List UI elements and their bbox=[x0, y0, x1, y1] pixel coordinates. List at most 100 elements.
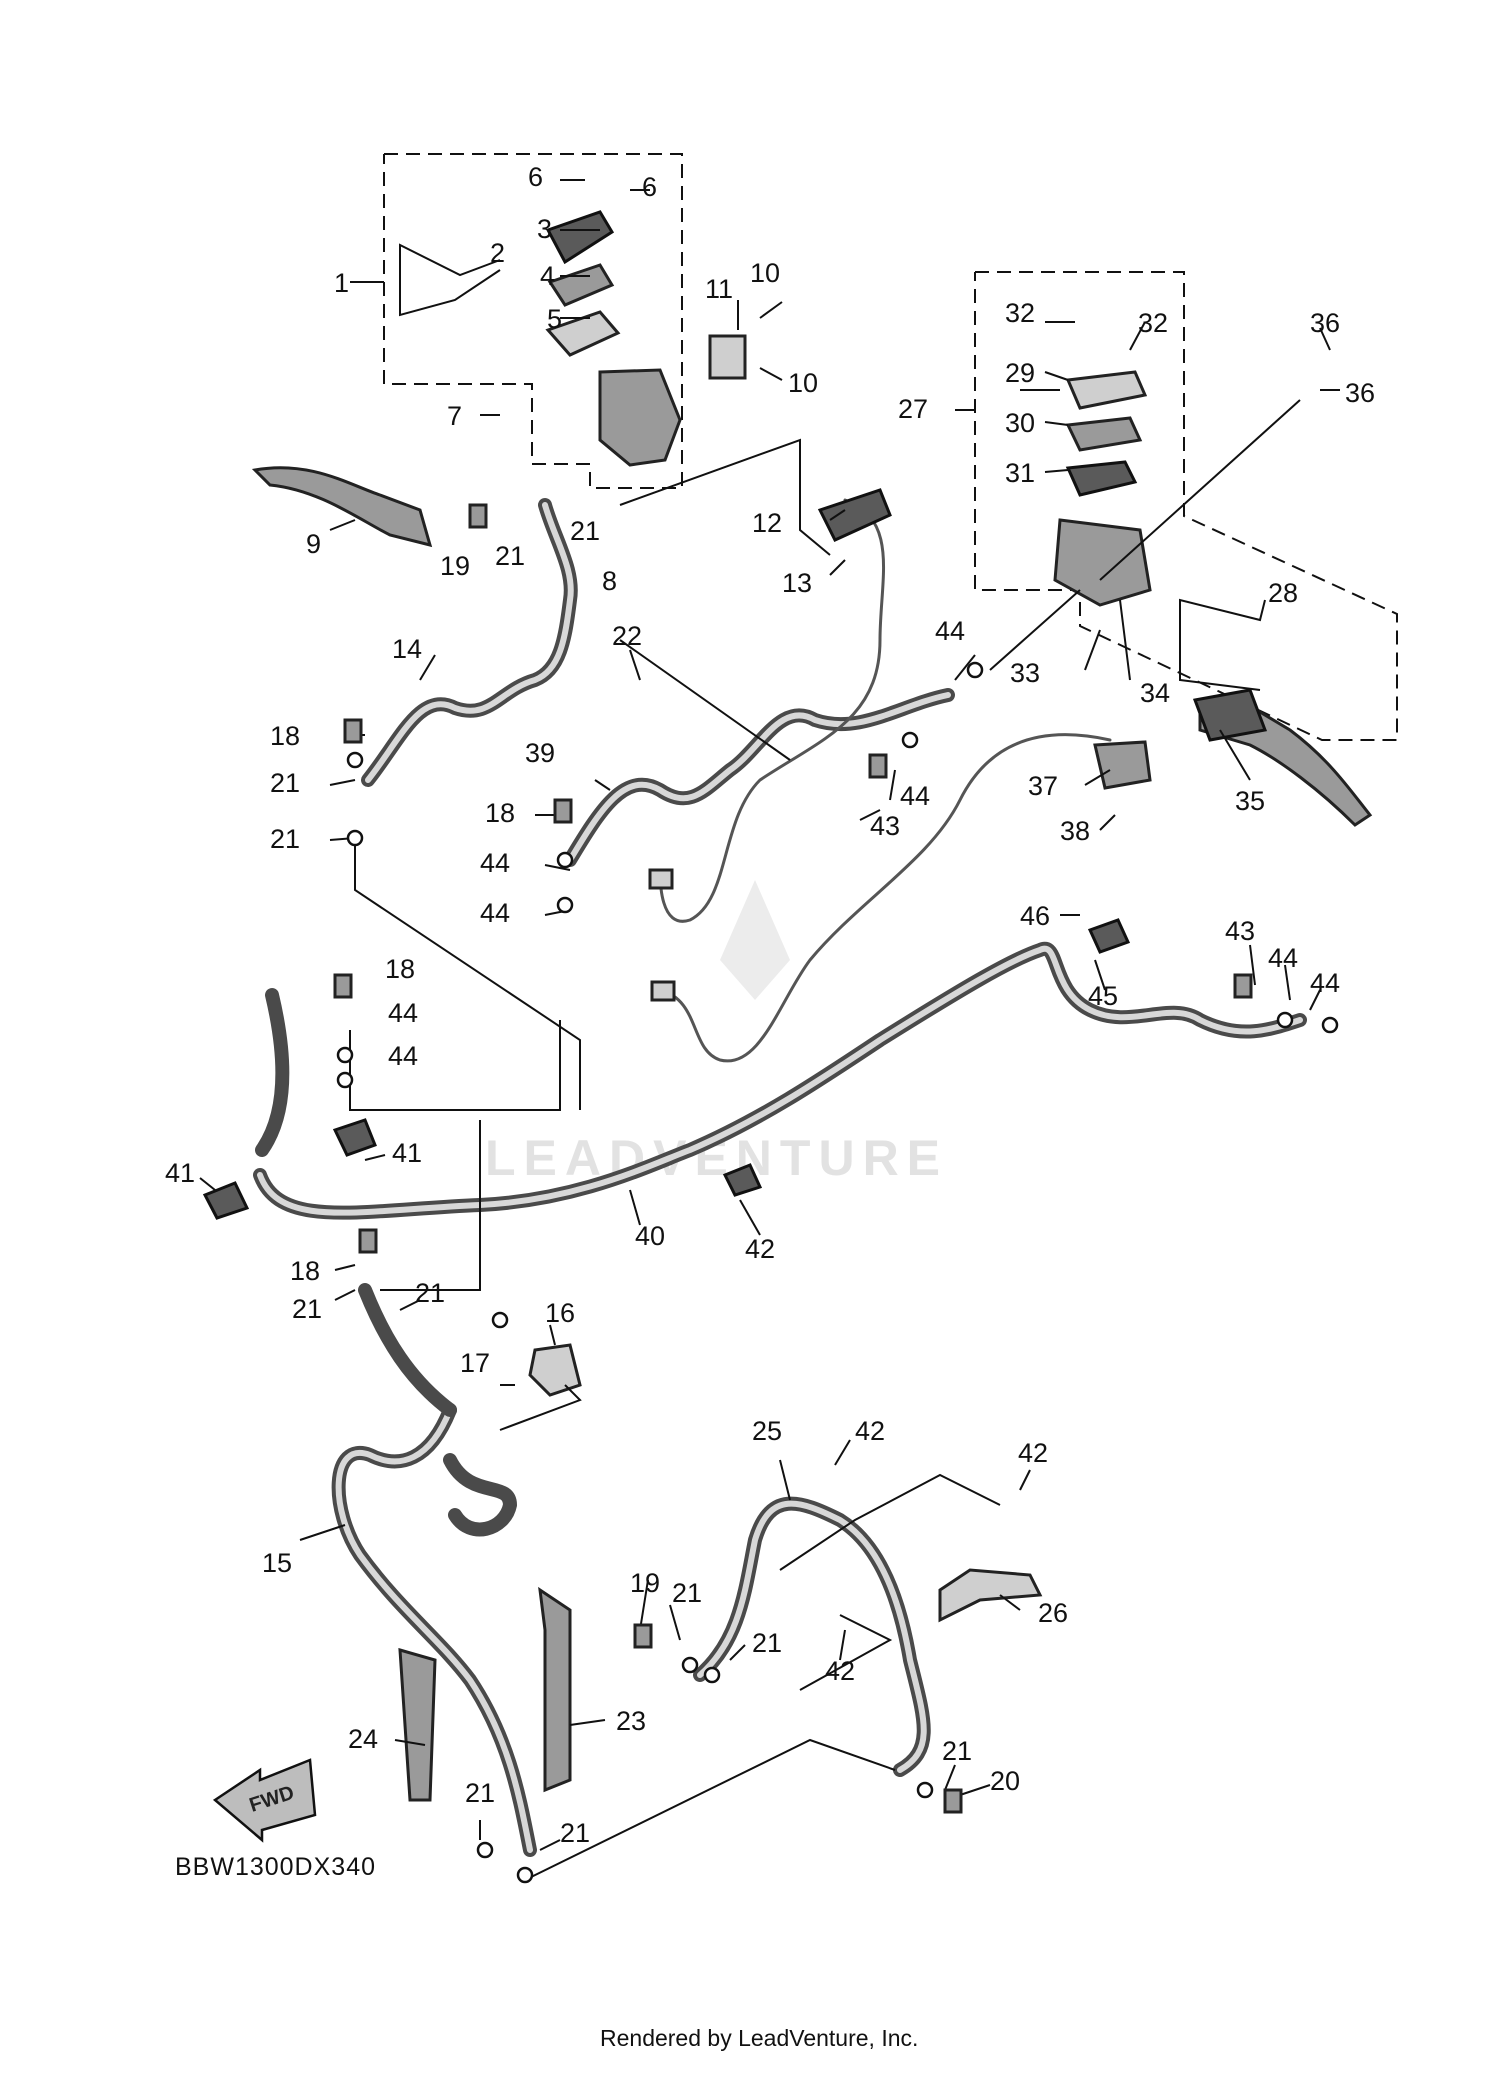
callout-20: 20 bbox=[990, 1766, 1020, 1796]
callout-34: 34 bbox=[1140, 678, 1170, 708]
callout-42a: 42 bbox=[745, 1234, 775, 1264]
callout-21f: 21 bbox=[415, 1278, 445, 1308]
washer bbox=[1321, 1016, 1339, 1034]
callout-4: 4 bbox=[540, 261, 555, 291]
callout-9: 9 bbox=[306, 529, 321, 559]
union-bolt bbox=[468, 503, 488, 529]
callout-21d: 21 bbox=[270, 824, 300, 854]
sensor-connector bbox=[648, 868, 674, 890]
washer bbox=[491, 1311, 509, 1329]
callout-21b: 21 bbox=[570, 516, 600, 546]
callout-21j: 21 bbox=[465, 1778, 495, 1808]
callout-6b: 6 bbox=[642, 172, 657, 202]
washer bbox=[681, 1656, 699, 1674]
washer bbox=[916, 1781, 934, 1799]
callout-21k: 21 bbox=[560, 1818, 590, 1848]
washer bbox=[346, 751, 364, 769]
washer bbox=[556, 896, 574, 914]
washer bbox=[556, 851, 574, 869]
callout-44a: 44 bbox=[935, 616, 965, 646]
callout-3: 3 bbox=[537, 214, 552, 244]
callouts: 1 2 3 4 5 6 6 7 8 9 10 10 11 12 13 14 15… bbox=[165, 162, 1375, 1848]
union-bolt bbox=[633, 1623, 653, 1649]
callout-19: 19 bbox=[440, 551, 470, 581]
union-bolt bbox=[333, 973, 353, 999]
callout-44f: 44 bbox=[388, 1041, 418, 1071]
clamp-41 bbox=[202, 1181, 250, 1220]
union-bolt bbox=[868, 753, 888, 779]
callout-21i: 21 bbox=[942, 1736, 972, 1766]
callout-18a: 18 bbox=[270, 721, 300, 751]
reference-code: BBW1300DX340 bbox=[175, 1853, 376, 1881]
callout-30: 30 bbox=[1005, 408, 1035, 438]
master-cylinder-body bbox=[598, 368, 682, 467]
washer bbox=[516, 1866, 534, 1884]
callout-7: 7 bbox=[447, 401, 462, 431]
clamp-41b bbox=[332, 1118, 377, 1157]
callout-44h: 44 bbox=[1310, 968, 1340, 998]
brake-switch bbox=[817, 488, 892, 542]
callout-10b: 10 bbox=[788, 368, 818, 398]
callout-36a: 36 bbox=[1310, 308, 1340, 338]
callout-43a: 43 bbox=[870, 811, 900, 841]
callout-6: 6 bbox=[528, 162, 543, 192]
callout-44b: 44 bbox=[900, 781, 930, 811]
clamp-42 bbox=[722, 1163, 763, 1197]
group-boxes bbox=[383, 153, 1398, 741]
callout-21h: 21 bbox=[752, 1628, 782, 1658]
callout-39: 39 bbox=[525, 738, 555, 768]
callout-27: 27 bbox=[898, 394, 928, 424]
rear-brake-pipe bbox=[255, 988, 290, 1157]
reservoir-cap bbox=[1065, 370, 1148, 410]
brake-hose-15 bbox=[331, 1403, 537, 1857]
washer bbox=[966, 661, 984, 679]
callout-31: 31 bbox=[1005, 458, 1035, 488]
union-bolt bbox=[358, 1228, 378, 1254]
sensor-wires bbox=[648, 498, 1112, 1063]
fwd-arrow: FWD bbox=[212, 1758, 317, 1843]
callout-18b: 18 bbox=[485, 798, 515, 828]
callout-17: 17 bbox=[460, 1348, 490, 1378]
callout-18d: 18 bbox=[290, 1256, 320, 1286]
bracket-26 bbox=[938, 1568, 1043, 1623]
callout-15: 15 bbox=[262, 1548, 292, 1578]
washer bbox=[703, 1666, 721, 1684]
callout-36b: 36 bbox=[1345, 378, 1375, 408]
callout-13: 13 bbox=[782, 568, 812, 598]
sensor-connector bbox=[650, 980, 676, 1002]
callout-40: 40 bbox=[635, 1221, 665, 1251]
callout-32b: 32 bbox=[1138, 308, 1168, 338]
reservior-cap bbox=[545, 210, 615, 265]
callout-42d: 42 bbox=[825, 1656, 855, 1686]
union-bolt bbox=[943, 1788, 963, 1814]
diaphragm bbox=[547, 263, 615, 307]
callout-28: 28 bbox=[1268, 578, 1298, 608]
diaphragm-30 bbox=[1065, 416, 1143, 452]
washer bbox=[336, 1046, 354, 1064]
clamp bbox=[708, 334, 747, 380]
callout-21c: 21 bbox=[270, 768, 300, 798]
callout-29: 29 bbox=[1005, 358, 1035, 388]
callout-19b: 19 bbox=[630, 1568, 660, 1598]
diaphragm-holder-31 bbox=[1065, 460, 1138, 497]
bracket-16 bbox=[528, 1343, 582, 1397]
hardware bbox=[333, 503, 1339, 1884]
callout-8: 8 bbox=[602, 566, 617, 596]
callout-14: 14 bbox=[392, 634, 422, 664]
bracket-23 bbox=[538, 1586, 572, 1793]
callout-44c: 44 bbox=[480, 848, 510, 878]
callout-43b: 43 bbox=[1225, 916, 1255, 946]
master-cylinder-body-27 bbox=[1053, 518, 1152, 607]
callout-12: 12 bbox=[752, 508, 782, 538]
callout-44e: 44 bbox=[388, 998, 418, 1028]
brake-hose-25 bbox=[693, 1496, 931, 1777]
callout-37: 37 bbox=[1028, 771, 1058, 801]
callout-42c: 42 bbox=[1018, 1438, 1048, 1468]
lever-holder bbox=[1192, 688, 1268, 742]
callout-23: 23 bbox=[616, 1706, 646, 1736]
callout-5: 5 bbox=[547, 304, 562, 334]
clamps-brackets bbox=[202, 918, 1131, 1802]
washer bbox=[1276, 1011, 1294, 1029]
brake-lever bbox=[251, 466, 433, 548]
